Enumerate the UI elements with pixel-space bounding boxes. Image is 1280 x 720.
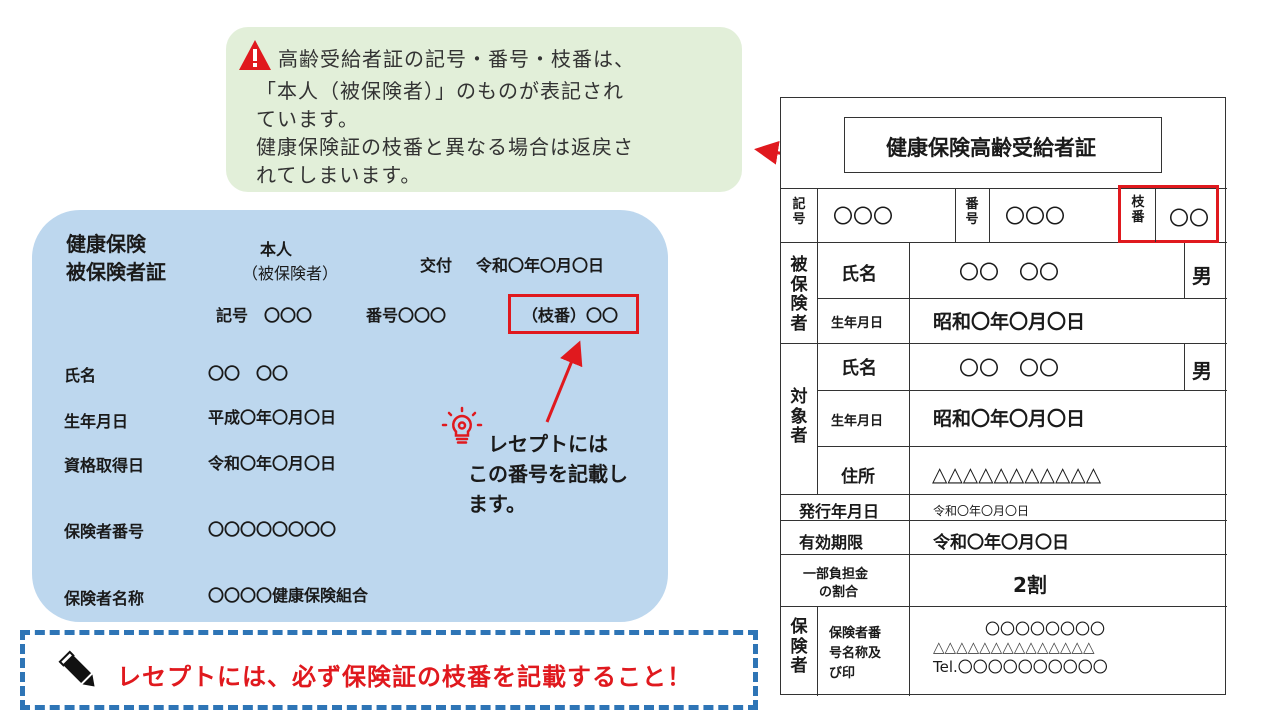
- reminder-text: レセプトには、必ず保険証の枝番を記載すること！: [117, 663, 692, 691]
- insured-section-label: 被保険者: [790, 255, 808, 334]
- field-label: 資格取得日: [64, 456, 145, 475]
- bangou-label: 番号: [965, 197, 979, 227]
- note-line-3: ています。: [256, 107, 359, 131]
- card-bangou: 番号〇〇〇: [366, 306, 447, 325]
- edaban-highlight-box: [508, 294, 639, 334]
- copay-value: 2割: [1013, 573, 1047, 597]
- note-line-1: 高齢受給者証の記号・番号・枝番は、: [278, 47, 635, 71]
- field-value: 〇〇〇〇健康保険組合: [208, 586, 369, 605]
- target-birth-label: 生年月日: [831, 414, 884, 429]
- field-label: 氏名: [64, 366, 97, 385]
- insurer-sub-line2: 号名称及: [829, 646, 882, 661]
- insured-birth-label: 生年月日: [831, 316, 884, 331]
- insurer-number: 〇〇〇〇〇〇〇〇: [985, 620, 1106, 638]
- field-value: 〇〇 〇〇: [208, 364, 289, 383]
- person-type-line1: 本人: [260, 240, 293, 259]
- card-title-line1: 健康保険: [66, 232, 146, 256]
- elderly-card-title: 健康保険高齢受給者証: [886, 136, 1096, 160]
- target-sex: 男: [1192, 359, 1212, 383]
- note-line-5: れてしまいます。: [256, 163, 422, 187]
- note-line-2: 「本人（被保険者）」のものが表記され: [256, 79, 624, 103]
- field-value: 〇〇〇〇〇〇〇〇: [208, 520, 337, 539]
- card-edaban: （枝番）〇〇: [522, 306, 619, 325]
- pencil-icon: [58, 650, 95, 687]
- target-name: 〇〇 〇〇: [959, 356, 1059, 380]
- edaban-value: 〇〇: [1169, 206, 1209, 230]
- card-kigou: 記号 〇〇〇: [216, 306, 313, 325]
- insurer-name: △△△△△△△△△△△△△△: [933, 638, 1095, 656]
- callout-line1: レセプトには: [488, 432, 608, 456]
- card-title-line2: 被保険者証: [66, 260, 166, 284]
- lightbulb-icon: [441, 406, 483, 444]
- field-label: 保険者名称: [64, 589, 145, 608]
- insured-name: 〇〇 〇〇: [959, 260, 1059, 284]
- warning-note: 高齢受給者証の記号・番号・枝番は、 「本人（被保険者）」のものが表記され ていま…: [226, 27, 742, 192]
- insurer-section-label: 保険者: [790, 617, 808, 677]
- edaban-label: 枝番: [1131, 195, 1145, 225]
- insured-sex: 男: [1192, 264, 1212, 288]
- insurance-card: 健康保険 被保険者証 本人 （被保険者） 交付 令和〇年〇月〇日 記号 〇〇〇 …: [32, 210, 668, 622]
- issued-value: 令和〇年〇月〇日: [933, 504, 1030, 518]
- address-value: △△△△△△△△△△△: [932, 462, 1102, 486]
- reminder-box: レセプトには、必ず保険証の枝番を記載すること！: [20, 630, 758, 710]
- insured-name-label: 氏名: [841, 264, 877, 285]
- copay-label-line1: 一部負担金: [803, 567, 869, 582]
- target-name-label: 氏名: [841, 358, 877, 379]
- elderly-edaban-highlight: [1118, 185, 1219, 243]
- field-label: 保険者番号: [64, 522, 145, 541]
- bangou-value: 〇〇〇: [1005, 204, 1065, 228]
- target-birth: 昭和〇年〇月〇日: [933, 408, 1086, 430]
- insurer-sub-line3: び印: [829, 666, 856, 681]
- callout-line2: この番号を記載し: [468, 462, 628, 486]
- callout-line3: ます。: [468, 492, 526, 516]
- issue-label: 交付: [420, 256, 453, 275]
- insurer-sub-line1: 保険者番: [829, 626, 882, 641]
- issue-date: 令和〇年〇月〇日: [476, 256, 605, 275]
- valid-label: 有効期限: [799, 533, 864, 552]
- kigou-label: 記号: [792, 197, 806, 227]
- field-label: 生年月日: [64, 412, 129, 431]
- warning-triangle-icon: [239, 40, 271, 70]
- valid-value: 令和〇年〇月〇日: [933, 533, 1069, 553]
- copay-label-line2: の割合: [819, 585, 859, 600]
- elderly-recipient-card: 健康保険高齢受給者証 記号 〇〇〇 番号 〇〇〇 枝番 〇〇 被保険者 氏名 〇…: [780, 97, 1227, 696]
- issued-label: 発行年月日: [799, 502, 880, 521]
- note-line-4: 健康保険証の枝番と異なる場合は返戻さ: [256, 135, 634, 159]
- address-label: 住所: [841, 467, 875, 487]
- insurer-tel: Tel.〇〇〇〇〇〇〇〇〇〇: [933, 658, 1108, 676]
- card-title-box: [844, 117, 1162, 173]
- person-type-line2: （被保険者）: [242, 264, 339, 283]
- field-value: 令和〇年〇月〇日: [208, 454, 337, 473]
- kigou-value: 〇〇〇: [833, 204, 893, 228]
- target-section-label: 対象者: [790, 387, 808, 447]
- field-value: 平成〇年〇月〇日: [208, 408, 337, 427]
- insured-birth: 昭和〇年〇月〇日: [933, 311, 1086, 333]
